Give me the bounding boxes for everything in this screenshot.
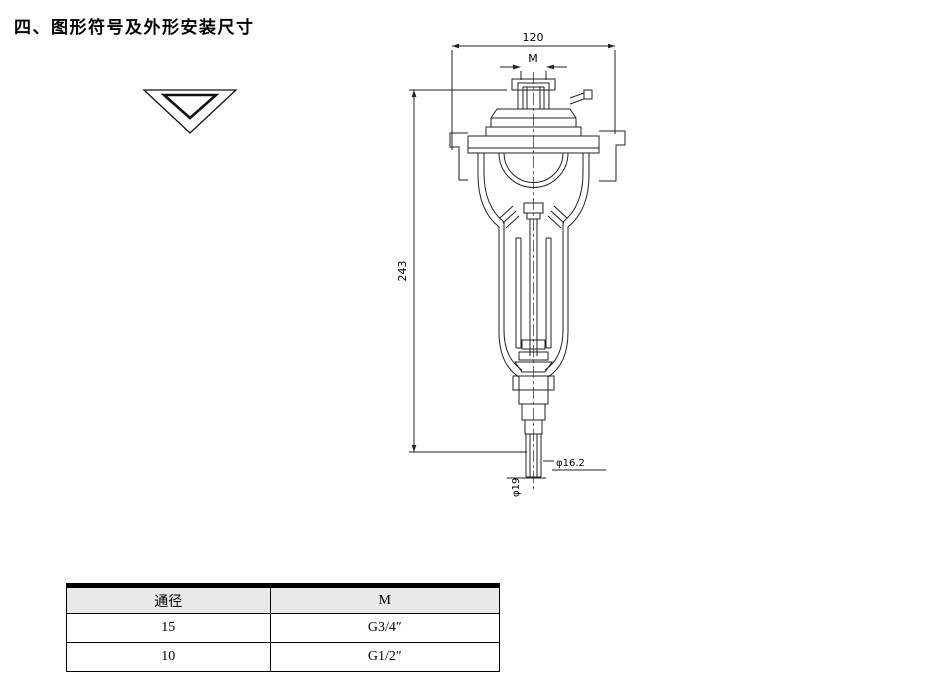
table-row: 10 G1/2″ bbox=[66, 642, 500, 672]
table-row: 15 G3/4″ bbox=[66, 613, 500, 643]
dim-thread-label: M bbox=[528, 52, 538, 65]
table-cell-bore: 10 bbox=[66, 642, 271, 672]
dim-stem-dia: φ19 bbox=[507, 477, 546, 497]
page-title: 四、图形符号及外形安装尺寸 bbox=[14, 18, 255, 37]
table-cell-thread: G3/4″ bbox=[269, 613, 500, 643]
spec-table-header-bore: 通径 bbox=[66, 585, 271, 614]
dim-height-243: 243 bbox=[396, 89, 527, 453]
filter-cross-section-drawing: 120 M 243 φ16.2 φ19 bbox=[396, 31, 626, 497]
dim-width-label: 120 bbox=[523, 31, 544, 44]
pneumatic-filter-symbol bbox=[142, 89, 238, 134]
dim-outlet-label: φ16.2 bbox=[556, 458, 585, 469]
dim-outlet-dia: φ16.2 bbox=[543, 458, 606, 471]
filter-body bbox=[449, 78, 626, 478]
filter-symbol-icon bbox=[142, 89, 238, 134]
spec-table: 通径 M 15 G3/4″ 10 G1/2″ bbox=[66, 583, 500, 672]
dim-stem-label: φ19 bbox=[511, 478, 522, 497]
dim-height-label: 243 bbox=[396, 261, 409, 282]
table-cell-thread: G1/2″ bbox=[269, 642, 500, 672]
table-cell-bore: 15 bbox=[66, 613, 271, 643]
spec-table-header-thread: M bbox=[269, 585, 500, 614]
table-header-row: 通径 M bbox=[66, 585, 500, 614]
